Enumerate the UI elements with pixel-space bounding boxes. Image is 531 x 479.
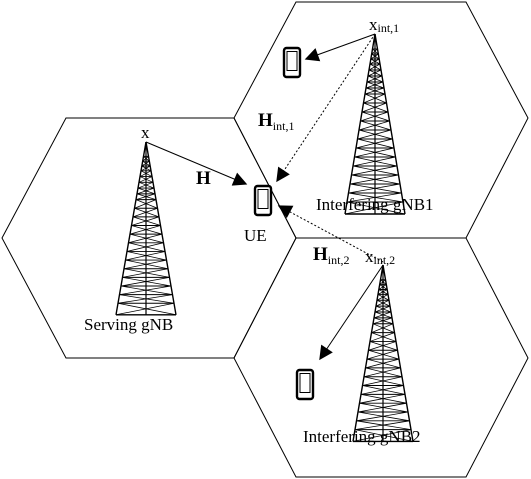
interfering-signal-2-label: xint,2 — [365, 247, 395, 267]
cell1-user-phone-icon — [282, 46, 302, 79]
cell2-user-phone-icon — [295, 368, 315, 401]
interfering-cell-2-hexagon — [233, 237, 529, 478]
interfering-signal-1-label: xint,1 — [369, 15, 399, 35]
interference-link-1-arrow — [276, 33, 376, 183]
interfering-tower-2-icon — [352, 264, 414, 443]
channel-h-label: H — [196, 168, 211, 189]
interfering-tower-1-icon — [344, 33, 406, 215]
ue-label: UE — [244, 226, 267, 245]
channel-h-arrow — [145, 141, 248, 186]
cell2-user-link-arrow — [319, 264, 384, 361]
interfering-gnb1-label: Interfering gNB1 — [316, 195, 434, 214]
interfering-gnb2-label: Interfering gNB2 — [303, 427, 421, 446]
channel-h-int1-label: Hint,1 — [258, 110, 294, 133]
serving-signal-label: x — [141, 123, 150, 142]
channel-h-int2-label: Hint,2 — [313, 244, 349, 267]
cell1-user-link-arrow — [304, 33, 376, 62]
serving-gnb-label: Serving gNB — [84, 315, 173, 334]
ue-phone-icon — [253, 184, 273, 217]
serving-tower-icon — [115, 141, 177, 316]
